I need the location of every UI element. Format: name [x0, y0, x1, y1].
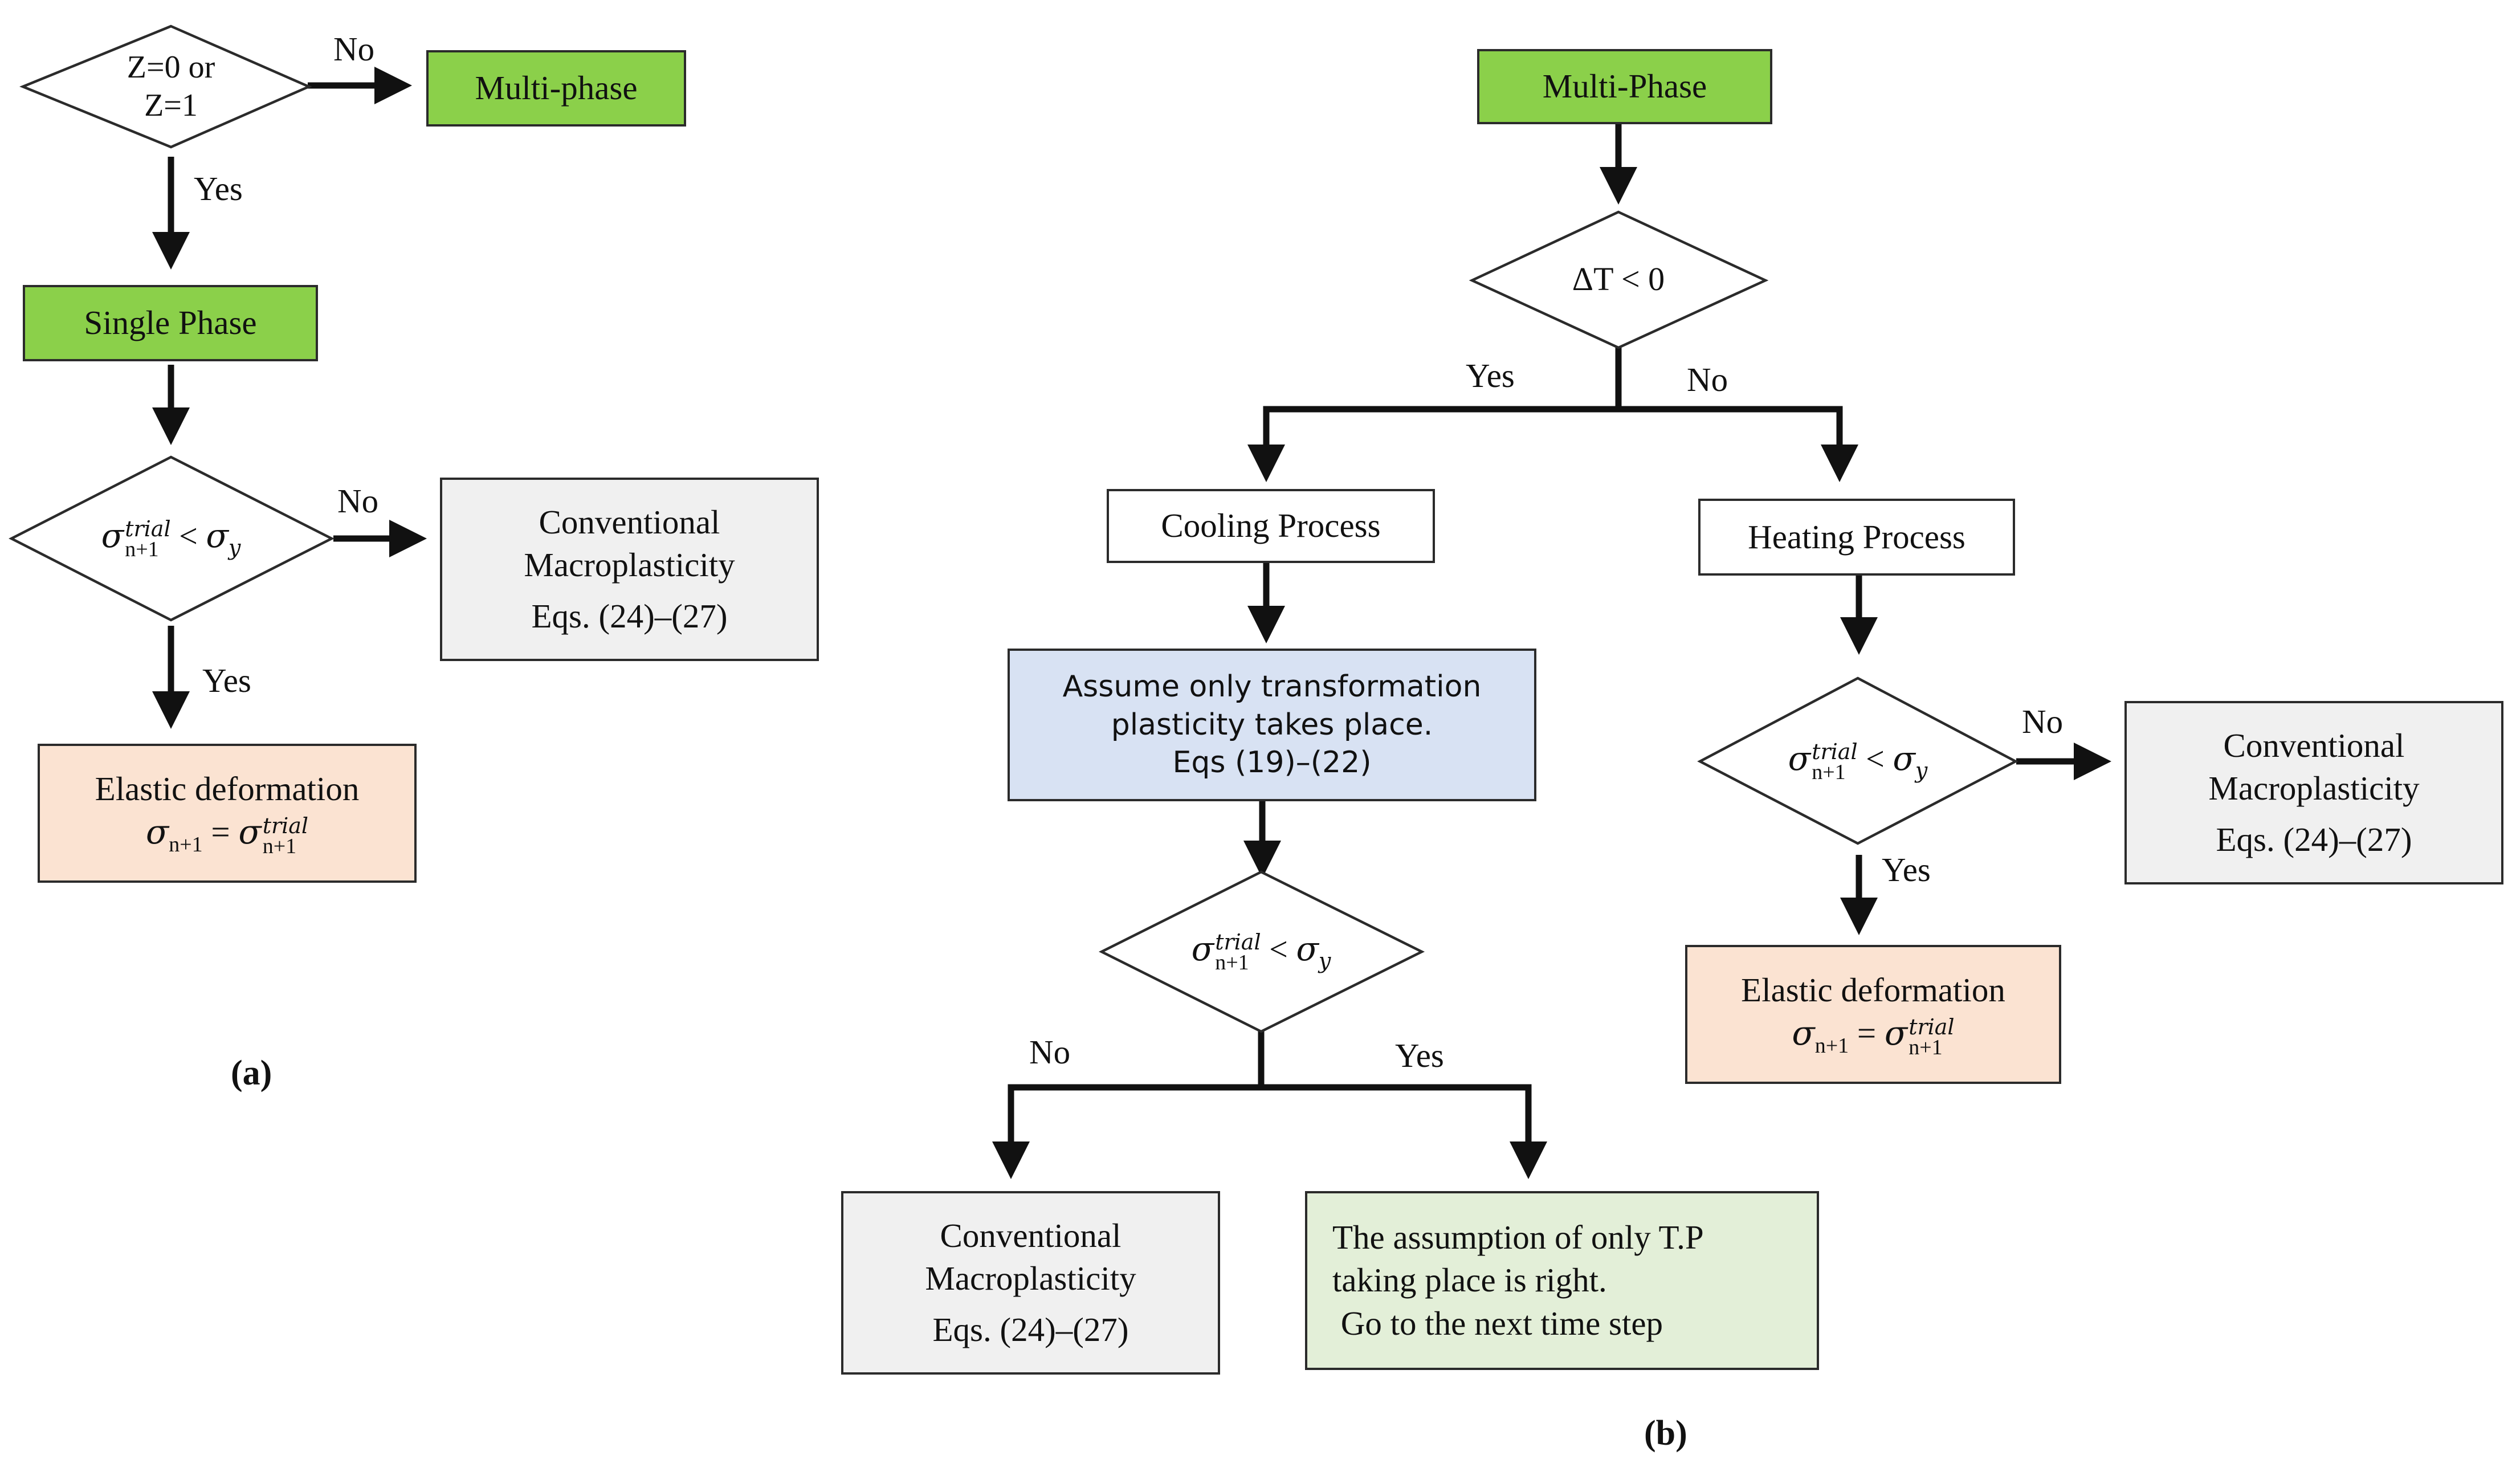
label-sigma-a-no: No: [337, 482, 379, 520]
conventional-bl-line1: Conventional: [940, 1216, 1122, 1254]
label-z-yes: Yes: [194, 170, 243, 207]
sigma-cool-less-than: <: [1269, 930, 1288, 968]
assumption-line1: The assumption of only T.P: [1332, 1218, 1704, 1256]
elastic-a-title: Elastic deformation: [95, 769, 360, 808]
multi-phase-label-a: Multi-phase: [475, 69, 638, 107]
conventional-a-line2: Macroplasticity: [524, 546, 735, 584]
sigma-heat-y-sub: y: [1915, 757, 1928, 783]
caption-b: (b): [1644, 1414, 1687, 1453]
label-dt-yes: Yes: [1466, 357, 1515, 394]
elastic-a-sigma-right: σ: [238, 812, 262, 852]
label-z-no: No: [333, 30, 375, 68]
label-sigma-a-yes: Yes: [202, 662, 251, 699]
elastic-a-n1-right: n+1: [262, 834, 297, 858]
label-dt-no: No: [1687, 361, 1728, 398]
multi-phase-box-a: Multi-phase: [426, 50, 686, 127]
decision-dt-diamond: [1469, 210, 1769, 349]
elastic-b-n1-left: n+1: [1814, 1034, 1849, 1058]
sigma-heat-n1: n+1: [1812, 760, 1846, 785]
decision-dt-label: ΔT < 0: [1572, 260, 1665, 298]
decision-sigma-a-diamond: [9, 455, 335, 622]
connector-cool-no: [992, 1026, 1265, 1179]
label-cool-no: No: [1029, 1033, 1071, 1071]
assume-line3: Eqs (19)–(22): [1172, 745, 1372, 780]
assume-tp-box: Assume only transformation plasticity ta…: [1008, 649, 1536, 801]
decision-dt-text: ΔT < 0: [1533, 251, 1704, 308]
elastic-b-title: Elastic deformation: [1741, 971, 2005, 1009]
elastic-a-trial: trial: [262, 813, 309, 838]
multi-phase-label-b: Multi-Phase: [1542, 67, 1707, 105]
conventional-a-line3: Eqs. (24)–(27): [531, 597, 728, 635]
conventional-br-line3: Eqs. (24)–(27): [2216, 820, 2412, 858]
assumption-line3: Go to the next time step: [1332, 1304, 1663, 1342]
single-phase-box: Single Phase: [23, 285, 318, 361]
sigma-cool-y-sub: y: [1318, 948, 1331, 973]
sigma-cool-trial: trial: [1215, 929, 1261, 955]
caption-a: (a): [231, 1054, 272, 1092]
sigma-a-n1: n+1: [125, 537, 159, 562]
cooling-process-label: Cooling Process: [1161, 507, 1381, 545]
assumption-right-box: The assumption of only T.P taking place …: [1305, 1191, 1819, 1370]
conventional-box-a: Conventional Macroplasticity Eqs. (24)–(…: [440, 478, 819, 661]
conventional-br-line1: Conventional: [2223, 726, 2405, 764]
elastic-b-sigma-left: σ: [1792, 1013, 1815, 1053]
sigma-a-yield: σ: [206, 516, 229, 555]
elastic-b-n1-right: n+1: [1909, 1035, 1943, 1059]
conventional-br-line2: Macroplasticity: [2208, 769, 2420, 808]
sigma-cool-symbol: σ: [1191, 929, 1214, 968]
cooling-process-box: Cooling Process: [1107, 489, 1435, 563]
elastic-a-sigma-left: σ: [145, 812, 169, 852]
conventional-box-b-left: Conventional Macroplasticity Eqs. (24)–(…: [841, 1191, 1220, 1375]
connector-cool-yes: [1261, 1084, 1547, 1179]
decision-z-text: Z=0 or Z=1: [85, 41, 256, 132]
sigma-heat-less-than: <: [1866, 740, 1885, 777]
conventional-a-line1: Conventional: [539, 503, 720, 541]
assume-line1: Assume only transformation: [1062, 670, 1482, 704]
decision-z-diamond: [19, 25, 312, 149]
multi-phase-box-b: Multi-Phase: [1477, 49, 1772, 124]
assumption-line2: taking place is right.: [1332, 1261, 1607, 1299]
elastic-a-equals: =: [211, 813, 230, 851]
assume-line2: plasticity takes place.: [1111, 707, 1433, 742]
sigma-a-y-sub: y: [228, 535, 241, 560]
decision-sigma-cool-diamond: [1098, 870, 1425, 1033]
sigma-a-symbol: σ: [101, 516, 124, 555]
decision-sigma-heat-diamond: [1697, 676, 2018, 845]
sigma-cool-n1: n+1: [1215, 951, 1249, 975]
heating-process-label: Heating Process: [1748, 517, 1965, 556]
sigma-a-less-than: <: [179, 517, 198, 555]
decision-z-line2: Z=1: [144, 88, 198, 123]
sigma-heat-symbol: σ: [1788, 739, 1811, 778]
decision-z-line1: Z=0 or: [127, 49, 215, 85]
conventional-bl-line3: Eqs. (24)–(27): [932, 1310, 1129, 1348]
label-heat-yes: Yes: [1882, 851, 1931, 888]
conventional-box-b-right: Conventional Macroplasticity Eqs. (24)–(…: [2124, 701, 2503, 884]
sigma-heat-yield: σ: [1893, 739, 1915, 778]
single-phase-label: Single Phase: [84, 304, 257, 342]
label-cool-yes: Yes: [1395, 1037, 1444, 1074]
heating-process-box: Heating Process: [1698, 499, 2015, 576]
elastic-a-n1-left: n+1: [169, 833, 203, 857]
elastic-b-sigma-right: σ: [1884, 1013, 1908, 1053]
conventional-bl-line2: Macroplasticity: [925, 1259, 1136, 1298]
connector-dt-no: [1618, 406, 1858, 482]
label-heat-no: No: [2022, 703, 2064, 740]
sigma-heat-trial: trial: [1812, 739, 1858, 765]
elastic-b-trial: trial: [1909, 1014, 1955, 1039]
sigma-a-trial: trial: [125, 516, 171, 542]
connector-dt-branch: [1247, 348, 1622, 482]
sigma-cool-yield: σ: [1296, 929, 1319, 968]
elastic-b-equals: =: [1857, 1014, 1877, 1053]
